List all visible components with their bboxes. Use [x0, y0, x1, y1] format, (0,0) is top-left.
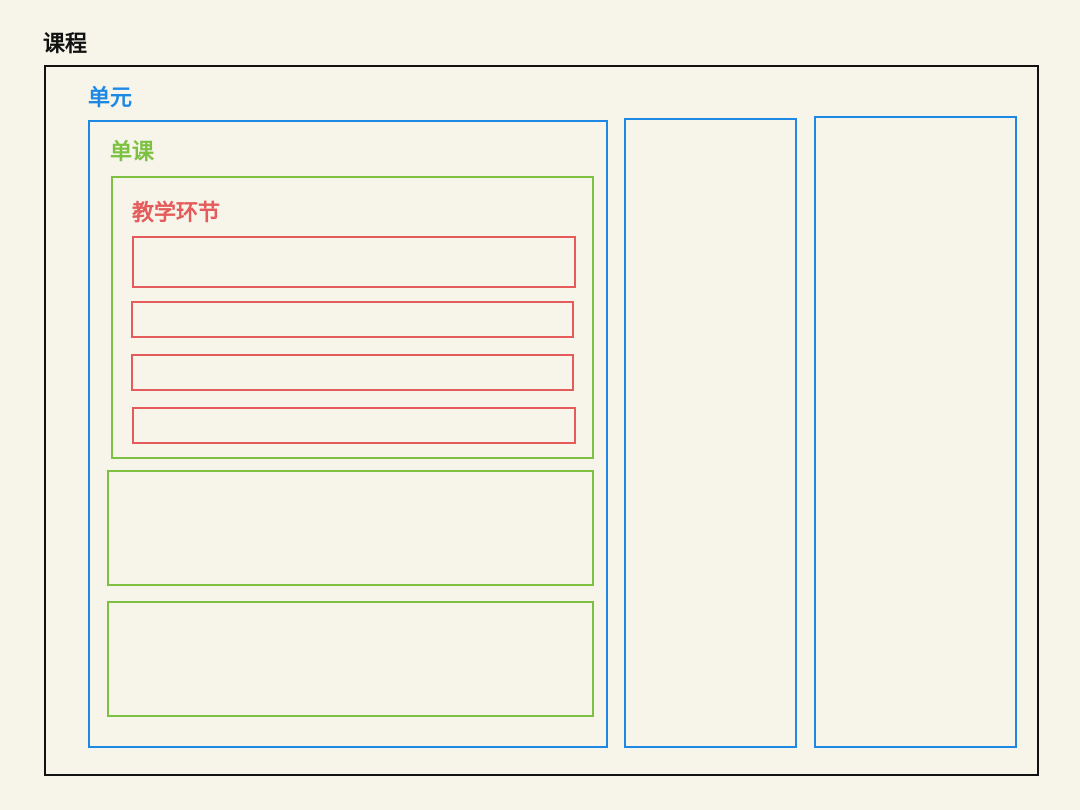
unit-label: 单元: [88, 86, 133, 111]
lesson-box-1: [111, 176, 594, 459]
segment-box-2: [131, 301, 574, 338]
lesson-box-2: [107, 470, 594, 586]
segment-label: 教学环节: [132, 201, 221, 226]
segment-box-4: [132, 407, 576, 444]
course-label: 课程: [43, 32, 88, 57]
unit-box-3: [814, 116, 1017, 748]
course-box: [44, 65, 1039, 776]
lesson-box-3: [107, 601, 594, 717]
lesson-label: 单课: [110, 140, 155, 165]
unit-box-1: [88, 120, 608, 748]
unit-box-2: [624, 118, 797, 748]
segment-box-3: [131, 354, 574, 391]
segment-box-1: [132, 236, 576, 288]
